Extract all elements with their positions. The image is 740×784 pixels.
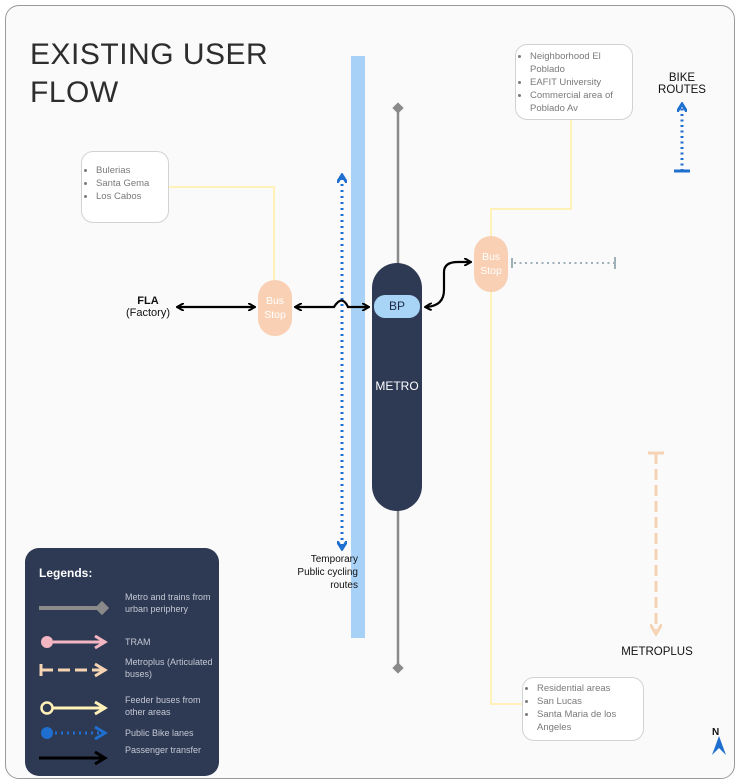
legend-item-tram: TRAM <box>125 637 151 647</box>
bike-routes-line-1: BIKE <box>668 72 696 84</box>
north-label: N <box>712 727 720 738</box>
bottom-right-neighborhood-box: Residential areas San Lucas Santa Maria … <box>522 677 644 741</box>
metro-label: METRO <box>375 379 419 393</box>
bus-stop-right <box>474 236 508 292</box>
bike-routes-line-2: ROUTES <box>658 84 706 96</box>
list-item: Los Cabos <box>96 190 168 203</box>
feeder-line-top-right <box>490 118 572 238</box>
fla-subtitle: (Factory) <box>126 307 170 319</box>
feeder-arrowhead-icon <box>94 700 108 716</box>
bp-station-marker <box>374 295 420 318</box>
bike-lane-icon <box>41 727 53 739</box>
transfer-arrow-bus-to-metro <box>296 299 368 308</box>
legend-panel: Legends: Metro and trains from <box>25 548 219 776</box>
metro-line-end-icon <box>94 600 110 616</box>
bike-routes-label: BIKE ROUTES <box>654 72 710 96</box>
list-item: Bulerias <box>96 164 168 177</box>
metro-line-end-top-icon <box>392 102 404 114</box>
list-item: Santa Gema <box>96 177 168 190</box>
list-item: San Lucas <box>537 695 639 708</box>
fla-label: FLA (Factory) <box>118 295 178 319</box>
cycling-note-line-2: Public cycling <box>297 567 358 578</box>
list-item: Neighborhood El Poblado <box>530 50 628 76</box>
cycling-note-line-3: routes <box>330 580 358 591</box>
metroplus-label: METROPLUS <box>621 646 693 658</box>
title-line-2: FLOW <box>30 76 119 109</box>
north-arrow-icon <box>712 736 726 755</box>
tram-arrowhead-icon <box>94 634 108 650</box>
legend-title: Legends: <box>39 566 93 580</box>
feeder-line-bottom-right <box>490 291 522 705</box>
cycling-note-line-1: Temporary <box>310 554 358 565</box>
bike-lane-arrowhead-icon <box>94 725 108 741</box>
legend-item-metroplus: Metroplus (Articulated buses) <box>125 657 213 679</box>
fla-name: FLA <box>137 295 159 307</box>
top-right-neighborhood-box: Neighborhood El Poblado EAFIT University… <box>515 44 633 120</box>
list-item: EAFIT University <box>530 76 628 89</box>
legend-icons <box>39 600 110 766</box>
list-item: Commercial area of Poblado Av <box>530 89 628 115</box>
legend-item-metro: Metro and trains from urban periphery <box>125 592 211 614</box>
bus-stop-left-line-1: Bus <box>265 295 285 307</box>
legend-item-transfer: Passenger transfer <box>125 745 202 755</box>
feeder-line-left <box>166 186 275 284</box>
title-line-1: EXISTING USER <box>30 38 269 71</box>
page-title: EXISTING USER FLOW <box>30 36 268 112</box>
transfer-arrow-metro-to-bus <box>426 262 470 307</box>
legend-item-feeder: Feeder buses from other areas <box>125 695 201 717</box>
flow-diagram-canvas <box>166 56 726 755</box>
temporary-cycling-route-bar <box>351 56 365 638</box>
bus-stop-left-label: Bus Stop <box>258 294 292 322</box>
bus-stop-right-line-1: Bus <box>481 251 501 263</box>
bus-stop-left-line-2: Stop <box>264 309 286 321</box>
diagram-frame: EXISTING USER FLOW <box>5 5 735 779</box>
metro-line-end-bottom-icon <box>392 662 404 674</box>
metro-station-body <box>372 263 422 511</box>
transfer-arrowhead-icon <box>94 750 108 766</box>
metroplus-arrowhead-icon <box>94 662 108 678</box>
bp-label: BP <box>388 299 405 313</box>
feeder-line-icon <box>40 701 54 715</box>
bus-stop-left <box>258 280 292 336</box>
list-item: Residential areas <box>537 682 639 695</box>
tram-line-icon <box>41 636 53 648</box>
left-neighborhood-box: Bulerias Santa Gema Los Cabos <box>81 151 169 223</box>
legend-item-bike-lanes: Public Bike lanes <box>125 728 194 738</box>
temporary-cycling-note: Temporary Public cycling routes <box>288 553 358 592</box>
bus-stop-right-label: Bus Stop <box>474 250 508 278</box>
bus-stop-right-line-2: Stop <box>480 265 502 277</box>
list-item: Santa Maria de los Angeles <box>537 708 639 734</box>
